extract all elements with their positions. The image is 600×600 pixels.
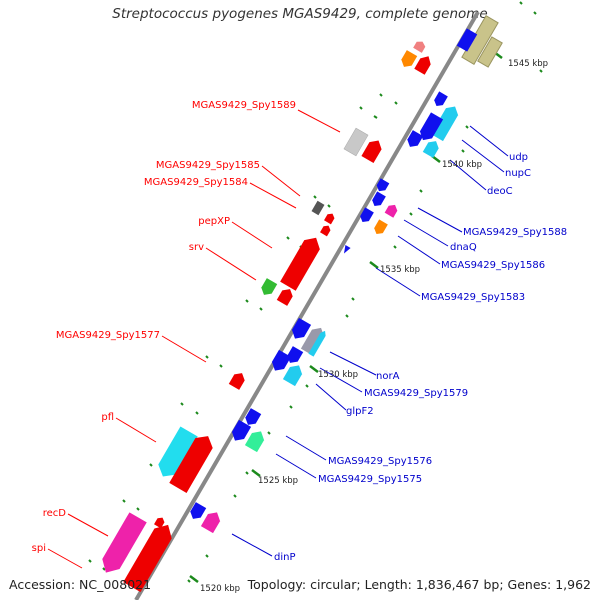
gene-feature[interactable] [370, 191, 386, 208]
gene-feature[interactable] [97, 512, 147, 577]
gene-label[interactable]: recD [43, 508, 67, 519]
map-title: Streptococcus pyogenes MGAS9429, complet… [112, 6, 488, 22]
gene-feature[interactable] [300, 324, 327, 356]
gene-feature[interactable] [285, 346, 304, 366]
gene-label[interactable]: MGAS9429_Spy1589 [192, 100, 296, 111]
right-features [188, 15, 503, 534]
gene-feature[interactable] [280, 233, 324, 291]
genome-summary-text: Topology: circular; Length: 1,836,467 bp… [247, 577, 591, 592]
gene-feature[interactable] [399, 50, 418, 70]
gene-label[interactable]: nupC [505, 168, 531, 179]
gene-label[interactable]: deoC [487, 186, 513, 197]
gene-feature[interactable] [228, 370, 247, 390]
scale-label: 1520 kbp [200, 584, 240, 594]
gene-feature[interactable] [343, 127, 369, 157]
gene-feature[interactable] [422, 138, 441, 158]
gene-label[interactable]: norA [376, 371, 400, 382]
gene-label[interactable]: MGAS9429_Spy1585 [156, 160, 260, 171]
gene-label[interactable]: MGAS9429_Spy1577 [56, 330, 160, 341]
gene-feature[interactable] [308, 329, 327, 357]
gene-label[interactable]: spi [32, 543, 46, 554]
scale-label: 1525 kbp [258, 476, 298, 486]
gene-feature[interactable] [282, 362, 305, 387]
gene-feature[interactable] [154, 426, 198, 481]
gene-label[interactable]: MGAS9429_Spy1583 [421, 292, 525, 303]
left-gene-labels: MGAS9429_Spy1589 MGAS9429_Spy1585 MGAS94… [32, 100, 296, 554]
gene-label[interactable]: udp [509, 152, 528, 163]
gene-label[interactable]: srv [189, 242, 204, 253]
gene-feature[interactable] [414, 53, 433, 75]
gene-feature[interactable] [413, 39, 427, 53]
gene-feature[interactable] [269, 349, 292, 374]
gene-label[interactable]: pepXP [198, 216, 230, 227]
gene-feature[interactable] [361, 137, 384, 164]
right-gene-labels: udp nupC deoC MGAS9429_Spy1588 dnaQ MGAS… [274, 152, 567, 563]
gene-label[interactable]: MGAS9429_Spy1584 [144, 177, 248, 188]
gene-feature[interactable] [243, 408, 262, 428]
gene-feature[interactable] [169, 431, 216, 493]
gene-feature[interactable] [341, 245, 351, 255]
right-leaders [231, 125, 509, 557]
gene-label[interactable]: dinP [274, 552, 296, 563]
left-leaders [47, 109, 341, 569]
gene-feature[interactable] [311, 200, 325, 216]
scale-label: 1545 kbp [508, 59, 548, 69]
accession-text: Accession: NC_008021 [9, 577, 152, 592]
gene-feature[interactable] [229, 419, 252, 444]
gene-feature[interactable] [320, 224, 332, 237]
gene-label[interactable]: dnaQ [450, 242, 477, 253]
gene-feature[interactable] [417, 112, 444, 143]
gene-feature[interactable] [188, 502, 207, 522]
scale-label: 1540 kbp [442, 160, 482, 170]
gene-feature[interactable] [200, 509, 223, 534]
gene-feature[interactable] [358, 207, 374, 224]
gene-label[interactable]: pfl [101, 412, 114, 423]
gene-feature[interactable] [123, 520, 177, 593]
left-features [97, 39, 433, 593]
gene-feature[interactable] [289, 317, 312, 342]
scale-label: 1530 kbp [318, 370, 358, 380]
gene-feature[interactable] [244, 428, 267, 453]
gene-feature[interactable] [375, 178, 390, 193]
gene-label[interactable]: MGAS9429_Spy1579 [364, 388, 468, 399]
gene-label[interactable]: glpF2 [346, 406, 374, 417]
gene-feature[interactable] [259, 278, 278, 298]
gene-feature[interactable] [324, 212, 336, 225]
gene-feature[interactable] [432, 91, 448, 108]
gene-label[interactable]: MGAS9429_Spy1576 [328, 456, 432, 467]
gene-feature[interactable] [372, 219, 388, 236]
gene-label[interactable]: MGAS9429_Spy1575 [318, 474, 422, 485]
gene-feature[interactable] [430, 103, 461, 142]
gene-feature[interactable] [456, 28, 478, 52]
gene-label[interactable]: MGAS9429_Spy1586 [441, 260, 545, 271]
scale-ticks [189, 51, 503, 583]
gene-feature[interactable] [405, 130, 424, 150]
gene-feature[interactable] [461, 15, 499, 65]
gene-label[interactable]: MGAS9429_Spy1588 [463, 227, 567, 238]
gene-feature[interactable] [276, 286, 295, 306]
gene-feature[interactable] [384, 202, 400, 218]
genome-backbone [134, 10, 480, 600]
gene-feature[interactable] [477, 36, 503, 68]
scale-label: 1535 kbp [380, 265, 420, 275]
gene-feature[interactable] [154, 516, 166, 529]
